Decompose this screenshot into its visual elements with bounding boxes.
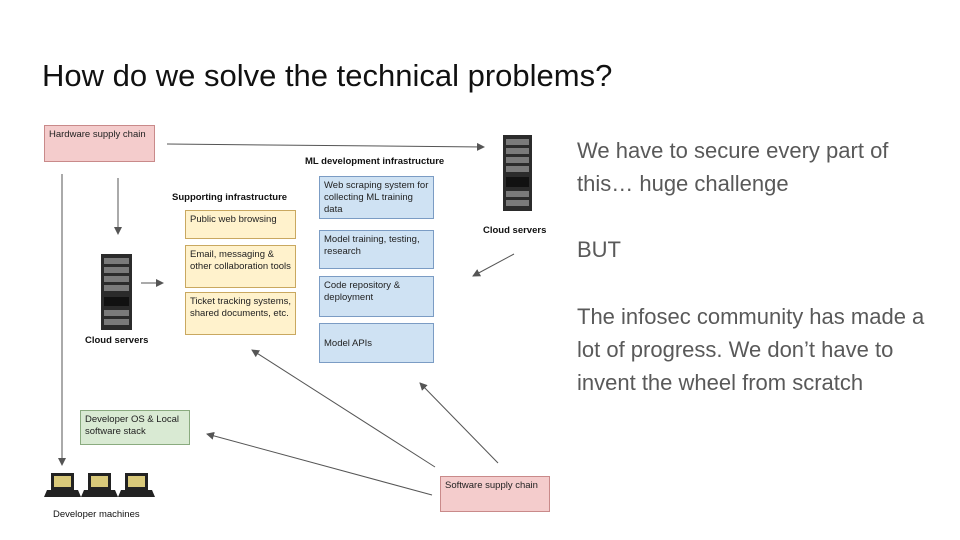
arrow-hw-to-right-cloud bbox=[166, 142, 485, 151]
collaboration-tools-box: Email, messaging & other collaboration t… bbox=[185, 245, 296, 288]
arrow-sw-to-ml bbox=[419, 382, 499, 464]
body-paragraph-challenge: We have to secure every part of this… hu… bbox=[577, 138, 889, 196]
arrow-sw-to-support bbox=[251, 349, 436, 468]
hardware-supply-chain-box: Hardware supply chain bbox=[44, 125, 155, 162]
arrow-cloud-to-ml bbox=[472, 253, 515, 277]
ticket-tracking-box: Ticket tracking systems, shared document… bbox=[185, 292, 296, 335]
arrow-sw-to-dev-os bbox=[206, 431, 433, 496]
model-apis-box: Model APIs bbox=[319, 323, 434, 363]
web-scraping-box: Web scraping system for collecting ML tr… bbox=[319, 176, 434, 219]
body-paragraph-but: BUT bbox=[577, 237, 621, 262]
cloud-servers-left-label: Cloud servers bbox=[85, 335, 149, 346]
laptop-icon bbox=[118, 473, 155, 497]
software-supply-chain-box: Software supply chain bbox=[440, 476, 550, 512]
public-web-browsing-box: Public web browsing bbox=[185, 210, 296, 239]
supporting-infra-title: Supporting infrastructure bbox=[172, 192, 288, 203]
developer-machines-label: Developer machines bbox=[53, 509, 140, 520]
server-rack-icon bbox=[503, 135, 532, 211]
model-training-box: Model training, testing, research bbox=[319, 230, 434, 269]
laptop-icon bbox=[44, 473, 81, 497]
server-rack-icon bbox=[101, 254, 132, 330]
developer-os-box: Developer OS & Local software stack bbox=[80, 410, 190, 445]
ml-infra-title: ML development infrastructure bbox=[305, 156, 445, 167]
code-repository-box: Code repository & deployment bbox=[319, 276, 434, 317]
laptop-icon bbox=[81, 473, 118, 497]
body-paragraph-progress: The infosec community has made a lot of … bbox=[577, 304, 925, 395]
cloud-servers-right-label: Cloud servers bbox=[483, 225, 547, 236]
slide-title: How do we solve the technical problems? bbox=[42, 58, 613, 93]
